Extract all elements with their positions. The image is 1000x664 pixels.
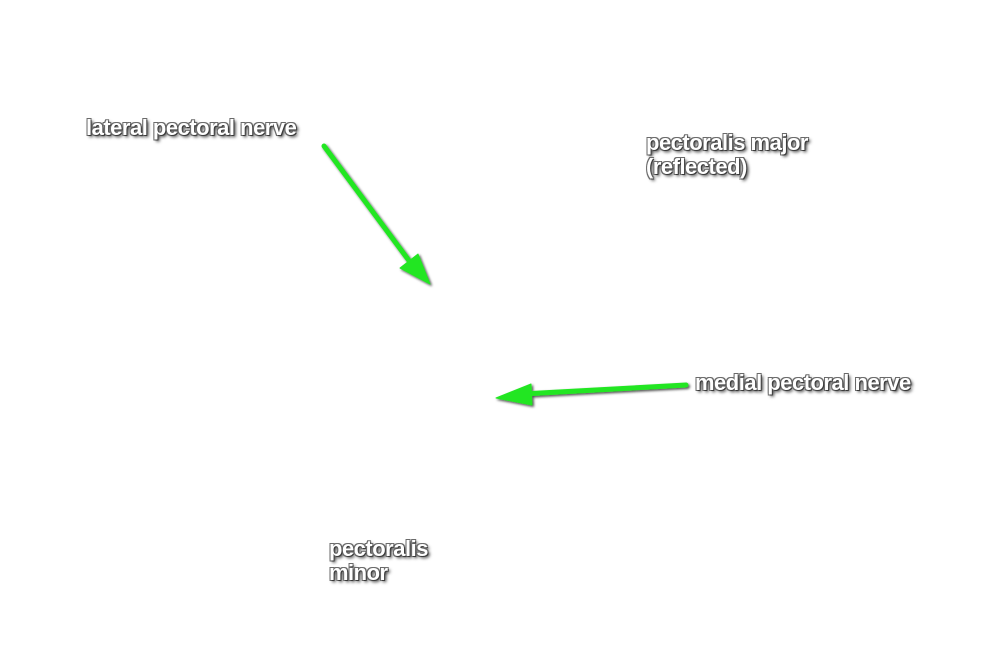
arrow-medial-pectoral-nerve: [495, 382, 689, 406]
arrow-lateral-head: [399, 253, 431, 285]
label-pectoralis-minor-line2: minor: [329, 560, 388, 585]
arrow-lateral-pectoral-nerve: [321, 143, 431, 285]
label-lateral-pectoral-nerve-text: lateral pectoral nerve: [86, 115, 297, 140]
label-pectoralis-major-line2: (reflected): [646, 154, 747, 179]
label-pectoralis-major-line1: pectoralis major: [646, 130, 808, 155]
label-medial-pectoral-nerve: medial pectoral nerve: [695, 371, 911, 395]
label-pectoralis-minor-line1: pectoralis: [329, 536, 428, 561]
arrow-medial-head: [495, 383, 533, 406]
label-pectoralis-major: pectoralis major (reflected): [646, 131, 808, 179]
label-pectoralis-minor: pectoralis minor: [329, 537, 428, 585]
arrow-lateral-shaft: [321, 143, 413, 265]
label-medial-pectoral-nerve-text: medial pectoral nerve: [695, 370, 911, 395]
arrow-medial-shaft: [519, 382, 689, 397]
label-lateral-pectoral-nerve: lateral pectoral nerve: [86, 115, 297, 140]
